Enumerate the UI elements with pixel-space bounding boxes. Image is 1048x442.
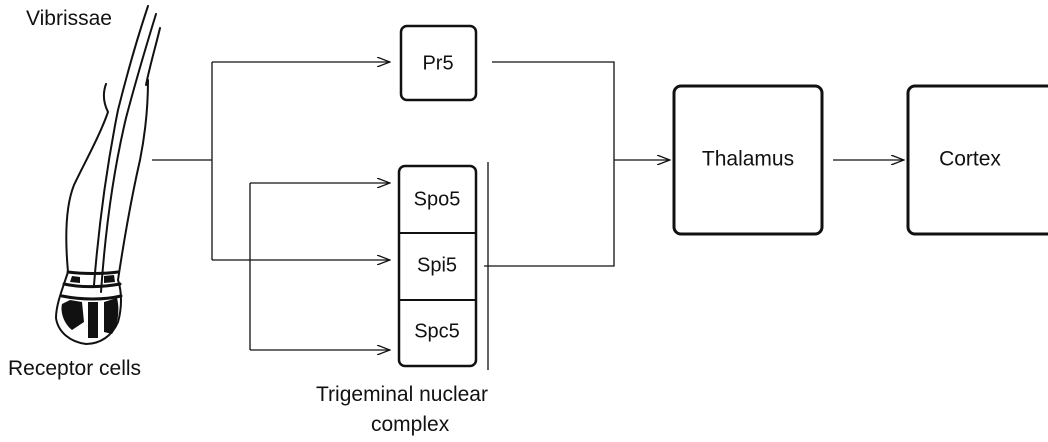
- whisker-follicle-icon: [55, 5, 161, 345]
- vibrissae-label: Vibrissae: [26, 7, 112, 30]
- spi5-label: Spi5: [417, 254, 457, 276]
- node-pr5: Pr5: [399, 24, 478, 102]
- cortex-label: Cortex: [939, 148, 1001, 171]
- complex-label-line2: complex: [371, 413, 450, 436]
- node-cortex: Cortex: [906, 84, 1048, 236]
- receptor-cells-label: Receptor cells: [8, 357, 142, 380]
- trigeminal-complex-stack: Spo5 Spi5 Spc5: [397, 164, 478, 368]
- thalamus-label: Thalamus: [702, 148, 794, 171]
- pr5-output: [492, 61, 615, 160]
- receptor-cells-icon: [61, 275, 119, 338]
- node-thalamus: Thalamus: [672, 84, 824, 236]
- complex-label-line1: Trigeminal nuclear: [316, 383, 488, 406]
- spc5-label: Spc5: [414, 320, 460, 342]
- spi5-output: [484, 160, 615, 267]
- connectors: [152, 62, 904, 370]
- spo5-label: Spo5: [414, 188, 461, 210]
- pr5-label: Pr5: [422, 52, 453, 74]
